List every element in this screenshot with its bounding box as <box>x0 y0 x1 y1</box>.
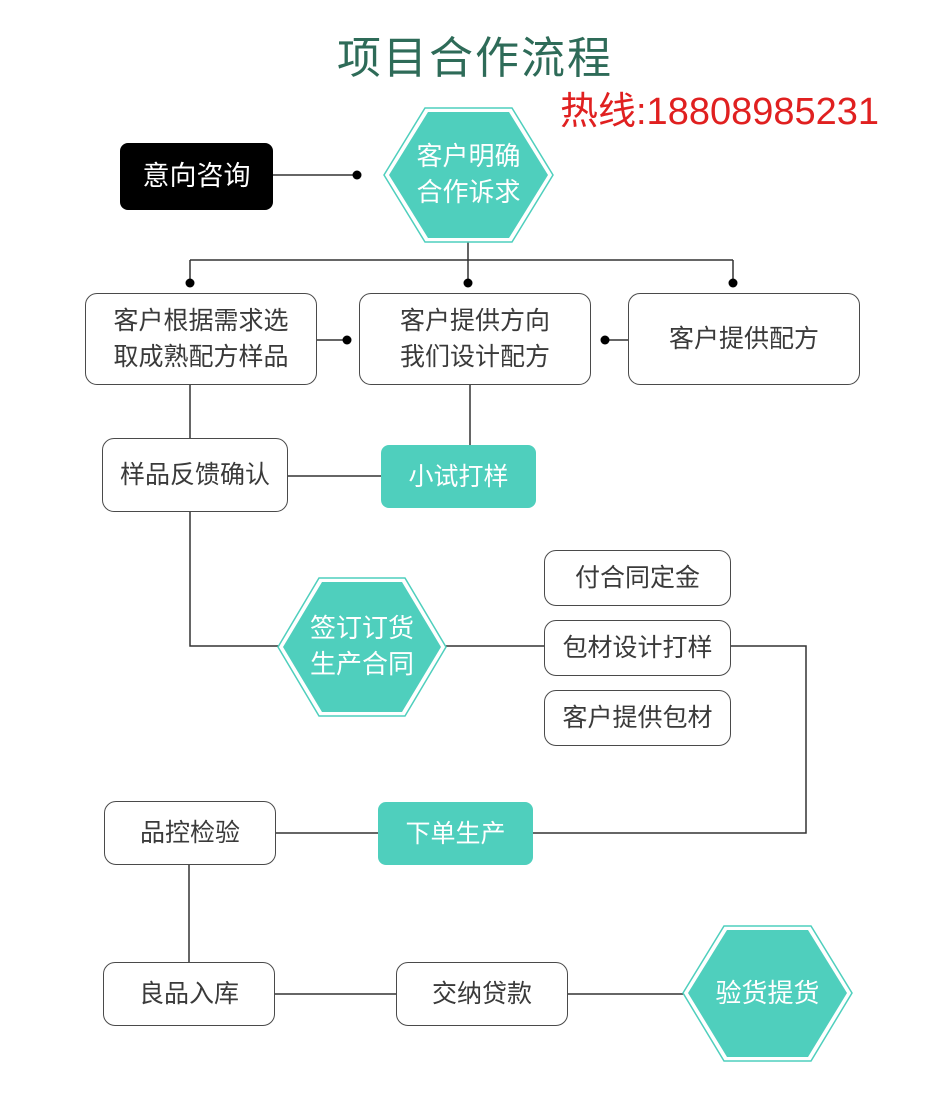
intent-consult-box: 意向咨询 <box>120 143 273 210</box>
page-title: 项目合作流程 <box>337 33 613 84</box>
hexagon-shape <box>277 577 447 717</box>
payment-box: 交纳贷款 <box>396 962 568 1026</box>
connector-dot <box>352 170 362 180</box>
sign-contract-hexagon: 签订订货 生产合同 <box>277 577 447 717</box>
customer-packaging-label: 客户提供包材 <box>562 703 713 732</box>
production-order-box: 下单生产 <box>378 802 533 865</box>
quality-control-box: 品控检验 <box>104 801 276 865</box>
provide-formula-box: 客户提供配方 <box>628 293 860 385</box>
connector-dot <box>600 335 610 345</box>
clarify-needs-label-line2: 合作诉求 <box>416 178 521 208</box>
warehouse-label: 良品入库 <box>138 979 239 1008</box>
contract-deposit-box: 付合同定金 <box>544 550 731 606</box>
production-order-label: 下单生产 <box>405 818 506 848</box>
select-sample-label-line1: 客户根据需求选 <box>113 306 289 335</box>
packaging-design-label: 包材设计打样 <box>562 633 713 662</box>
hexagon-shape <box>682 925 853 1062</box>
sign-contract-label-line2: 生产合同 <box>309 650 414 680</box>
customer-packaging-box: 客户提供包材 <box>544 690 731 746</box>
connector-dot <box>342 335 352 345</box>
select-sample-label-line2: 取成熟配方样品 <box>113 342 289 371</box>
intent-consult-label: 意向咨询 <box>142 160 251 192</box>
sample-feedback-box: 样品反馈确认 <box>102 438 288 512</box>
clarify-needs-label-line1: 客户明确 <box>416 142 521 172</box>
line-feedback-to-sign <box>189 512 280 647</box>
provide-formula-label: 客户提供配方 <box>668 324 819 353</box>
design-formula-box: 客户提供方向 我们设计配方 <box>359 293 591 385</box>
delivery-hexagon: 验货提货 <box>682 925 853 1062</box>
hotline-text: 热线:18808985231 <box>560 91 880 133</box>
packaging-design-box: 包材设计打样 <box>544 620 731 676</box>
trial-sample-label: 小试打样 <box>408 461 509 491</box>
design-formula-label-line1: 客户提供方向 <box>399 306 550 335</box>
clarify-needs-hexagon: 客户明确 合作诉求 <box>383 107 554 243</box>
connector-dot <box>463 278 473 288</box>
connector-dot <box>728 278 738 288</box>
delivery-label: 验货提货 <box>715 978 820 1009</box>
contract-deposit-label: 付合同定金 <box>574 563 700 592</box>
select-sample-box: 客户根据需求选 取成熟配方样品 <box>85 293 317 385</box>
payment-label: 交纳贷款 <box>431 979 532 1008</box>
design-formula-label-line2: 我们设计配方 <box>399 342 550 371</box>
sample-feedback-label: 样品反馈确认 <box>119 460 270 489</box>
warehouse-box: 良品入库 <box>103 962 275 1026</box>
hexagon-shape <box>383 107 554 243</box>
quality-control-label: 品控检验 <box>139 818 240 847</box>
line-packaging-to-production <box>532 645 807 834</box>
sign-contract-label-line1: 签订订货 <box>309 614 414 644</box>
connector-dot <box>185 278 195 288</box>
trial-sample-box: 小试打样 <box>381 445 536 508</box>
